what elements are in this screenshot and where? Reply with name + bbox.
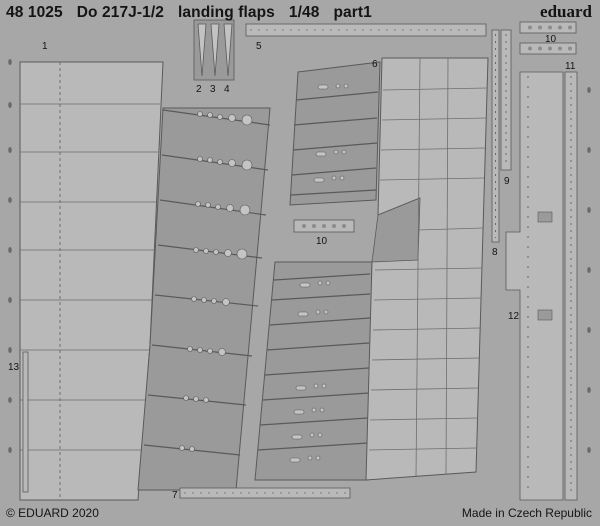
part-number-12: 12 <box>508 311 520 322</box>
part-number-5: 5 <box>256 41 262 52</box>
part-label: part1 <box>333 4 372 21</box>
parts-2-3-4-hinges <box>193 19 235 81</box>
part-7-strip <box>179 487 351 499</box>
origin-notice: Made in Czech Republic <box>461 506 592 520</box>
right-grid-flap <box>365 57 489 481</box>
part-number-11: 11 <box>565 61 576 72</box>
part-1-left-flap <box>8 59 164 501</box>
product-code: 48 1025 <box>6 4 63 21</box>
part-number-13: 13 <box>8 362 20 373</box>
part-number-4: 4 <box>224 84 230 95</box>
part-10-middle-strip <box>293 219 355 233</box>
part-number-9: 9 <box>504 176 510 187</box>
set-subject: landing flaps <box>178 4 275 21</box>
part-number-2: 2 <box>196 84 202 95</box>
lower-center-flap <box>254 261 373 481</box>
aircraft-model: Do 217J-1/2 <box>76 4 164 21</box>
part-6-flap <box>289 61 381 206</box>
part-5-strip <box>245 23 487 37</box>
copyright-notice: © EDUARD 2020 <box>6 506 99 520</box>
part-number-6: 6 <box>372 59 378 70</box>
parts-11-12-strips <box>505 71 591 501</box>
scale: 1/48 <box>288 4 320 21</box>
part-10-top-strips <box>519 21 577 55</box>
sheet-header: 48 1025 Do 217J-1/2 landing flaps 1/48 part1 <box>6 5 386 21</box>
part-number-10-top: 10 <box>545 34 557 45</box>
part-number-1: 1 <box>42 41 48 52</box>
eduard-logo: eduard <box>540 2 592 21</box>
part-number-8: 8 <box>492 247 498 258</box>
part-number-10-middle: 10 <box>316 236 328 247</box>
part-number-3: 3 <box>210 84 216 95</box>
part-13-strip <box>22 351 29 493</box>
parts-8-9-strips <box>491 29 512 243</box>
part-number-7: 7 <box>172 490 178 501</box>
